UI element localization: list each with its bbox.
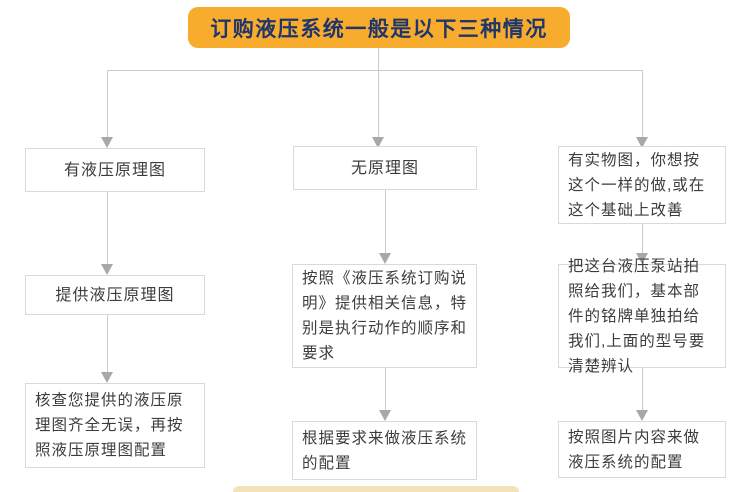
connector-col3-top [642, 70, 643, 137]
flow-box-col3-step1: 有实物图，你想按这个一样的做,或在这个基础上改善 [558, 146, 726, 224]
connector-col1-mid [107, 192, 108, 264]
flow-box-col3-step2: 把这台液压泵站拍照给我们，基本部件的铭牌单独拍给我们,上面的型号要清楚辨认 [558, 258, 726, 375]
flow-box-text: 有液压原理图 [63, 161, 166, 179]
flow-box-col1-step3: 核查您提供的液压原理图齐全无误，再按照液压原理图配置 [25, 383, 205, 468]
flow-box-text: 有实物图，你想按这个一样的做,或在这个基础上改善 [568, 151, 706, 219]
flow-box-col2-step1: 无原理图 [293, 146, 477, 190]
flow-box-text: 按照图片内容来做液压系统的配置 [568, 428, 701, 471]
arrow-down-icon [379, 410, 391, 421]
connector-col2-bottom [385, 368, 386, 410]
flow-box-col2-step3: 根据要求来做液压系统的配置 [292, 421, 477, 480]
connector-col1-bottom [107, 315, 108, 372]
connector-col2-mid [385, 190, 386, 253]
title-text: 订购液压系统一般是以下三种情况 [210, 17, 548, 41]
flow-box-text: 提供液压原理图 [55, 286, 175, 304]
arrow-down-icon [101, 137, 113, 148]
flow-box-text: 核查您提供的液压原理图齐全无误，再按照液压原理图配置 [35, 392, 184, 459]
flow-box-text: 按照《液压系统订购说明》提供相关信息，特别是执行动作的顺序和要求 [302, 270, 468, 362]
arrow-down-icon [636, 410, 648, 421]
connector-branch [107, 70, 643, 71]
connector-col1-top [107, 70, 108, 137]
connector-col3-bottom [642, 368, 643, 410]
flow-box-col1-step2: 提供液压原理图 [25, 275, 205, 315]
arrow-down-icon [372, 137, 384, 148]
connector-stem [378, 48, 379, 137]
arrow-down-icon [101, 264, 113, 275]
flow-box-text: 根据要求来做液压系统的配置 [302, 429, 468, 472]
flow-box-col3-step3: 按照图片内容来做液压系统的配置 [558, 421, 726, 478]
flow-box-col1-step1: 有液压原理图 [25, 148, 205, 192]
connector-col3-mid [642, 224, 643, 253]
flow-box-col2-step2: 按照《液压系统订购说明》提供相关信息，特别是执行动作的顺序和要求 [292, 264, 477, 368]
arrow-down-icon [636, 137, 648, 148]
next-banner-sliver [233, 486, 519, 492]
arrow-down-icon [379, 253, 391, 264]
arrow-down-icon [636, 253, 648, 264]
title-banner: 订购液压系统一般是以下三种情况 [188, 7, 570, 48]
flow-box-text: 无原理图 [350, 159, 419, 177]
arrow-down-icon [101, 372, 113, 383]
flow-box-text: 把这台液压泵站拍照给我们，基本部件的铭牌单独拍给我们,上面的型号要清楚辨认 [568, 257, 706, 375]
